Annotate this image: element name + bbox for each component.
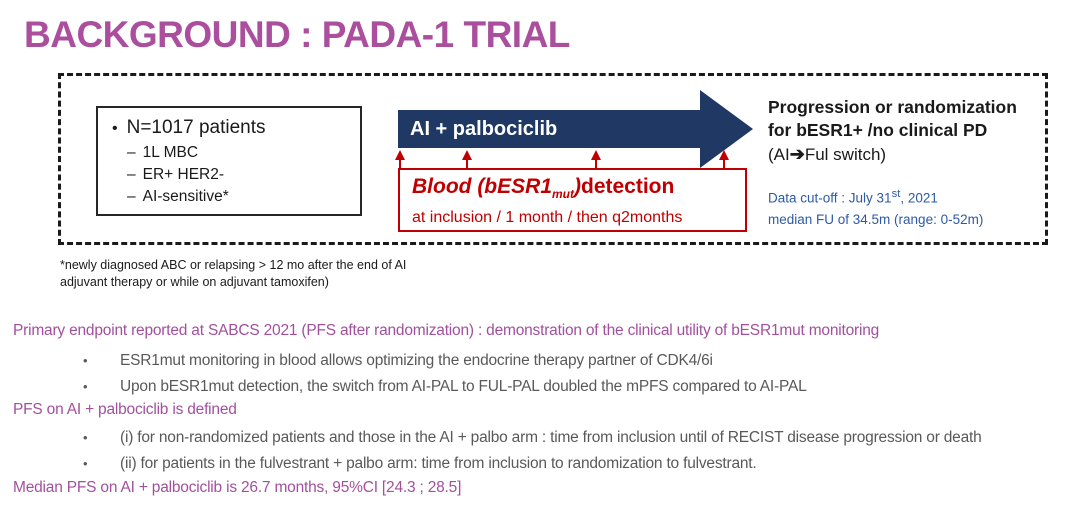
pfs-definition-heading: PFS on AI + palbociclib is defined: [13, 401, 237, 418]
footnote-line-1: *newly diagnosed ABC or relapsing > 12 m…: [60, 258, 407, 272]
data-cutoff-line: Data cut-off : July 31st, 2021: [768, 184, 983, 209]
patient-population-box: •N=1017 patients –1L MBC –ER+ HER2- –AI-…: [96, 106, 362, 216]
primary-endpoint-heading: Primary endpoint reported at SABCS 2021 …: [13, 322, 880, 339]
patient-count: N=1017 patients: [126, 117, 266, 138]
criterion-text: 1L MBC: [142, 144, 199, 161]
sampling-up-arrow-icon: [719, 150, 729, 170]
sampling-up-arrow-icon: [591, 150, 601, 170]
bullet-text: (i) for non-randomized patients and thos…: [120, 429, 982, 446]
bullet-text: (ii) for patients in the fulvestrant + p…: [120, 455, 757, 472]
dash-icon: –: [127, 188, 136, 205]
blood-title-subscript: mut: [552, 187, 574, 202]
switch-prefix: (AI: [768, 145, 790, 164]
bullet-icon: •: [83, 353, 88, 368]
cutoff-date-superscript: st: [891, 188, 901, 200]
blood-detection-title: Blood (bESR1mut)detection: [412, 174, 745, 207]
patient-criterion: –1L MBC: [112, 142, 350, 164]
ai-to-ful-switch-line: (AI➔Ful switch): [768, 142, 1048, 167]
right-arrow-icon: ➔: [789, 144, 805, 164]
dash-icon: –: [127, 144, 136, 161]
bullet-icon: •: [83, 379, 88, 394]
blood-sampling-schedule: at inclusion / 1 month / then q2months: [412, 209, 683, 227]
blood-title-italic: Blood (bESR1: [412, 175, 552, 198]
patient-criterion: –ER+ HER2-: [112, 164, 350, 186]
patient-count-line: • N=1017 patients: [112, 115, 350, 142]
bullet-text: ESR1mut monitoring in blood allows optim…: [120, 352, 713, 369]
switch-suffix: Ful switch): [804, 145, 887, 164]
data-cutoff-block: Data cut-off : July 31st, 2021 median FU…: [768, 184, 983, 230]
endpoint-bullet: • Upon bESR1mut detection, the switch fro…: [83, 378, 807, 396]
patient-criterion: –AI-sensitive*: [112, 186, 350, 208]
blood-detection-box: Blood (bESR1mut)detection at inclusion /…: [398, 168, 747, 232]
cutoff-date: Data cut-off : July 31: [768, 190, 892, 206]
blood-title-rest: detection: [581, 175, 675, 198]
endpoint-bullet: • ESR1mut monitoring in blood allows opti…: [83, 352, 713, 370]
median-followup-line: median FU of 34.5m (range: 0-52m): [768, 211, 984, 227]
criterion-text: ER+ HER2-: [142, 166, 225, 183]
treatment-arrow-label: AI + palbociclib: [410, 117, 558, 140]
cutoff-year: , 2021: [900, 190, 938, 206]
blood-title-paren: ): [574, 175, 581, 198]
pfs-definition-bullet: • (i) for non-randomized patients and tho…: [83, 429, 982, 447]
outcome-text-block: Progression or randomization for bESR1+ …: [768, 96, 1048, 167]
bullet-icon: •: [83, 456, 88, 471]
pfs-definition-bullet: • (ii) for patients in the fulvestrant + …: [83, 455, 757, 473]
dash-icon: –: [127, 166, 136, 183]
slide-title: BACKGROUND : PADA-1 TRIAL: [24, 14, 570, 55]
treatment-arrow: AI + palbociclib: [398, 110, 700, 148]
bullet-text: Upon bESR1mut detection, the switch from…: [120, 378, 807, 395]
bullet-icon: •: [112, 120, 118, 137]
outcome-line-1: Progression or randomization: [768, 97, 1017, 117]
sampling-up-arrow-icon: [462, 150, 472, 170]
median-pfs-heading: Median PFS on AI + palbociclib is 26.7 m…: [13, 479, 462, 496]
sampling-up-arrow-icon: [395, 150, 405, 170]
ai-sensitive-footnote: *newly diagnosed ABC or relapsing > 12 m…: [60, 257, 406, 291]
outcome-line-2: for bESR1+ /no clinical PD: [768, 120, 988, 140]
bullet-icon: •: [83, 430, 88, 445]
criterion-text: AI-sensitive*: [142, 188, 229, 205]
footnote-line-2: adjuvant therapy or while on adjuvant ta…: [60, 275, 329, 289]
trial-schema-dashed-frame: [58, 73, 1048, 245]
